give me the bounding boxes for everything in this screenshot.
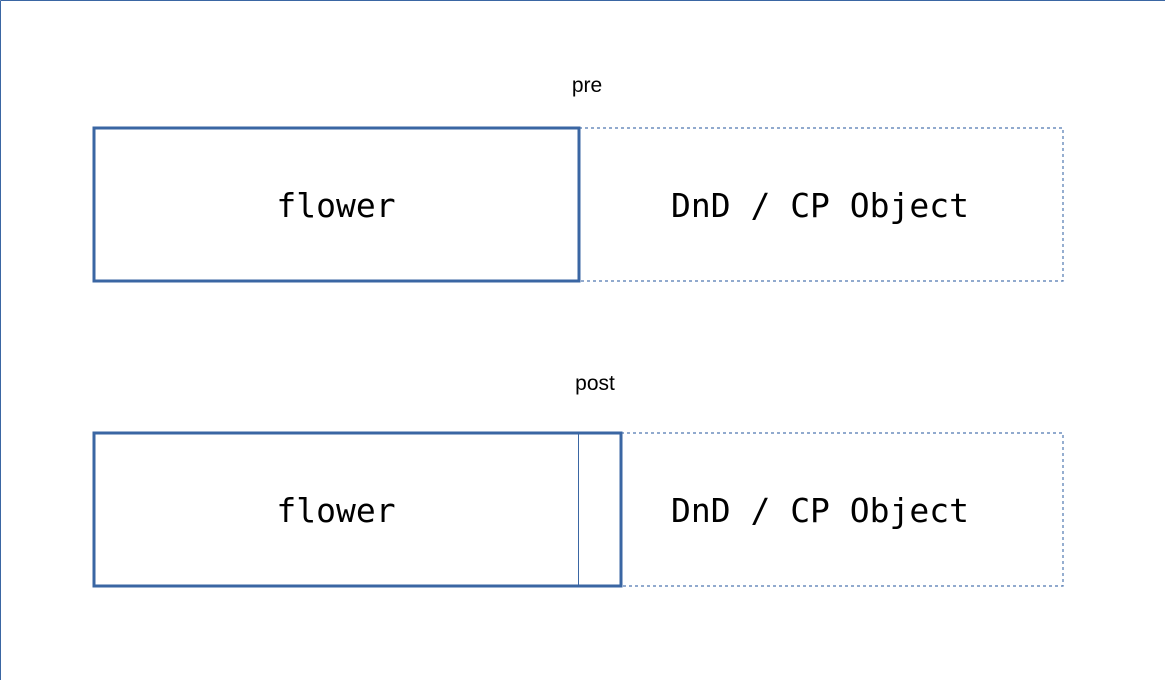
pre-caption: pre [572,74,602,97]
post-dnd-object-label: DnD / CP Object [671,491,969,530]
post-flower-box [92,431,623,588]
pre-dnd-object-box [578,127,1064,282]
pre-flower-label: flower [276,186,395,225]
post-flower-label: flower [276,491,395,530]
pre-section: pre flower DnD / CP Object [92,74,1064,283]
post-section: post flower DnD / CP Object [92,372,1064,588]
pre-dnd-object-label: DnD / CP Object [671,186,969,225]
post-dnd-object-box [620,432,1064,587]
post-caption: post [575,372,615,395]
pre-flower-box [92,126,581,283]
